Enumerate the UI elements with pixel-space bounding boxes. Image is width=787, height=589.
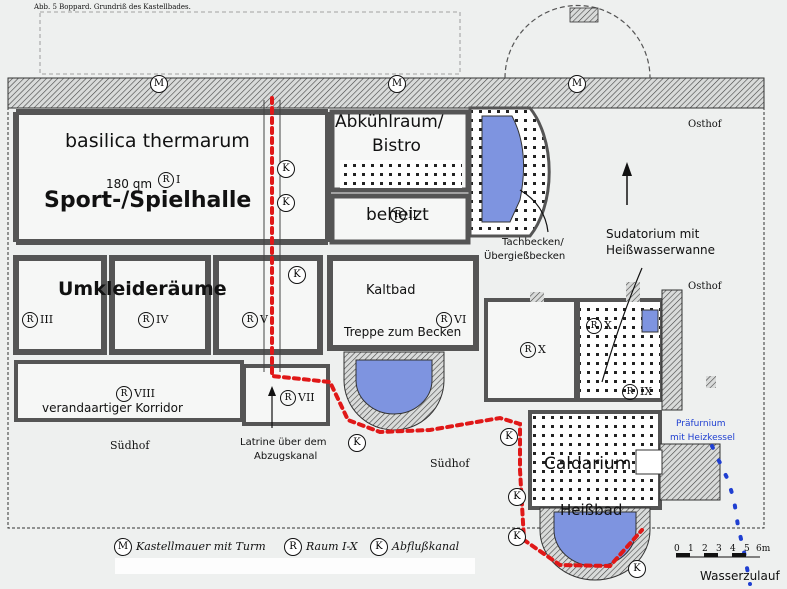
room-marker-VIII: R [116, 386, 132, 402]
room-IV [109, 255, 211, 355]
room-V [213, 255, 323, 355]
wasserzulauf-line [710, 444, 752, 586]
legend-m-text: Kastellmauer mit Turm [136, 540, 266, 553]
drain-marker-7: K [508, 528, 526, 546]
drain-marker-6: K [508, 488, 526, 506]
scale-tick-4: 4 [730, 544, 736, 554]
label-abkuehlraum: Abkühlraum/ [335, 112, 444, 132]
kastell-wall [7, 77, 765, 109]
drain-marker-3: K [288, 266, 306, 284]
figure-caption: Abb. 5 Boppard. Grundriß des Kastellbade… [34, 3, 191, 11]
label-praefurnium-2: mit Heizkessel [670, 433, 736, 443]
label-latrine-1: Latrine über dem [240, 437, 327, 448]
drain-marker-4: K [348, 434, 366, 452]
legend-m-symbol: M [114, 538, 132, 556]
label-korridor: verandaartiger Korridor [42, 401, 183, 415]
label-latrine-2: Abzugskanal [254, 451, 318, 462]
room-marker-X-2: R [586, 318, 602, 334]
legend-k-text: Abflußkanal [392, 540, 460, 553]
legend-k-symbol: K [370, 538, 388, 556]
legend-r-symbol: R [284, 538, 302, 556]
label-heissbad: Heißbad [560, 501, 623, 519]
label-suedhof-1: Südhof [110, 439, 150, 452]
pool-kaltbad [355, 359, 433, 415]
label-tachbecken-1: Tachbecken/ [502, 237, 564, 248]
label-caldarium: Caldarium [544, 454, 632, 474]
tower-marker-1: M [150, 75, 168, 93]
tower-marker-3: M [568, 75, 586, 93]
label-sudatorium-2: Heißwasserwanne [606, 243, 716, 257]
scale-tick-5: 5 [744, 544, 750, 554]
room-III [13, 255, 107, 355]
room-marker-II: R [390, 207, 406, 223]
label-praefurnium-1: Präfurnium [676, 419, 726, 429]
tower-marker-2: M [388, 75, 406, 93]
room-marker-V: R [242, 312, 258, 328]
legend-r-text: Raum I-X [306, 540, 358, 553]
room-korridor [14, 360, 244, 422]
room-marker-IV: R [138, 312, 154, 328]
scale-tick-0: 0 [674, 544, 680, 554]
room-marker-VII: R [280, 390, 296, 406]
label-tachbecken-2: Übergießbecken [484, 251, 566, 262]
drain-marker-1: K [277, 160, 295, 178]
label-sport: Sport-/Spielhalle [44, 188, 252, 213]
drain-marker-2: K [277, 194, 295, 212]
drain-marker-8: K [628, 560, 646, 578]
room-marker-III: R [22, 312, 38, 328]
label-kaltbad: Kaltbad [366, 283, 416, 298]
tower-outline [504, 4, 651, 79]
room-kaltbad [327, 255, 479, 351]
drain-marker-5: K [500, 428, 518, 446]
label-suedhof-2: Südhof [430, 457, 470, 470]
scale-unit: 6m [756, 544, 771, 554]
room-marker-X: R [520, 342, 536, 358]
label-basilica: basilica thermarum [65, 130, 250, 152]
label-umkleide: Umkleideräume [58, 278, 227, 300]
abflusskanal-line [270, 96, 644, 569]
label-treppe: Treppe zum Becken [344, 325, 462, 339]
label-bistro: Bistro [372, 136, 421, 156]
praefurnium [659, 443, 721, 501]
scale-tick-2: 2 [702, 544, 708, 554]
label-osthof-mid: Osthof [688, 281, 722, 292]
pool-tachbecken [481, 115, 525, 223]
label-osthof-top: Osthof [688, 119, 722, 130]
label-wasserzulauf: Wasserzulauf [700, 569, 780, 583]
label-area: 180 qm [106, 177, 153, 191]
scale-tick-1: 1 [688, 544, 694, 554]
scale-tick-3: 3 [716, 544, 722, 554]
room-marker-I: R [158, 172, 174, 188]
room-marker-IX: R [622, 384, 638, 400]
room-marker-VI: R [436, 312, 452, 328]
label-sudatorium-1: Sudatorium mit [606, 227, 700, 241]
